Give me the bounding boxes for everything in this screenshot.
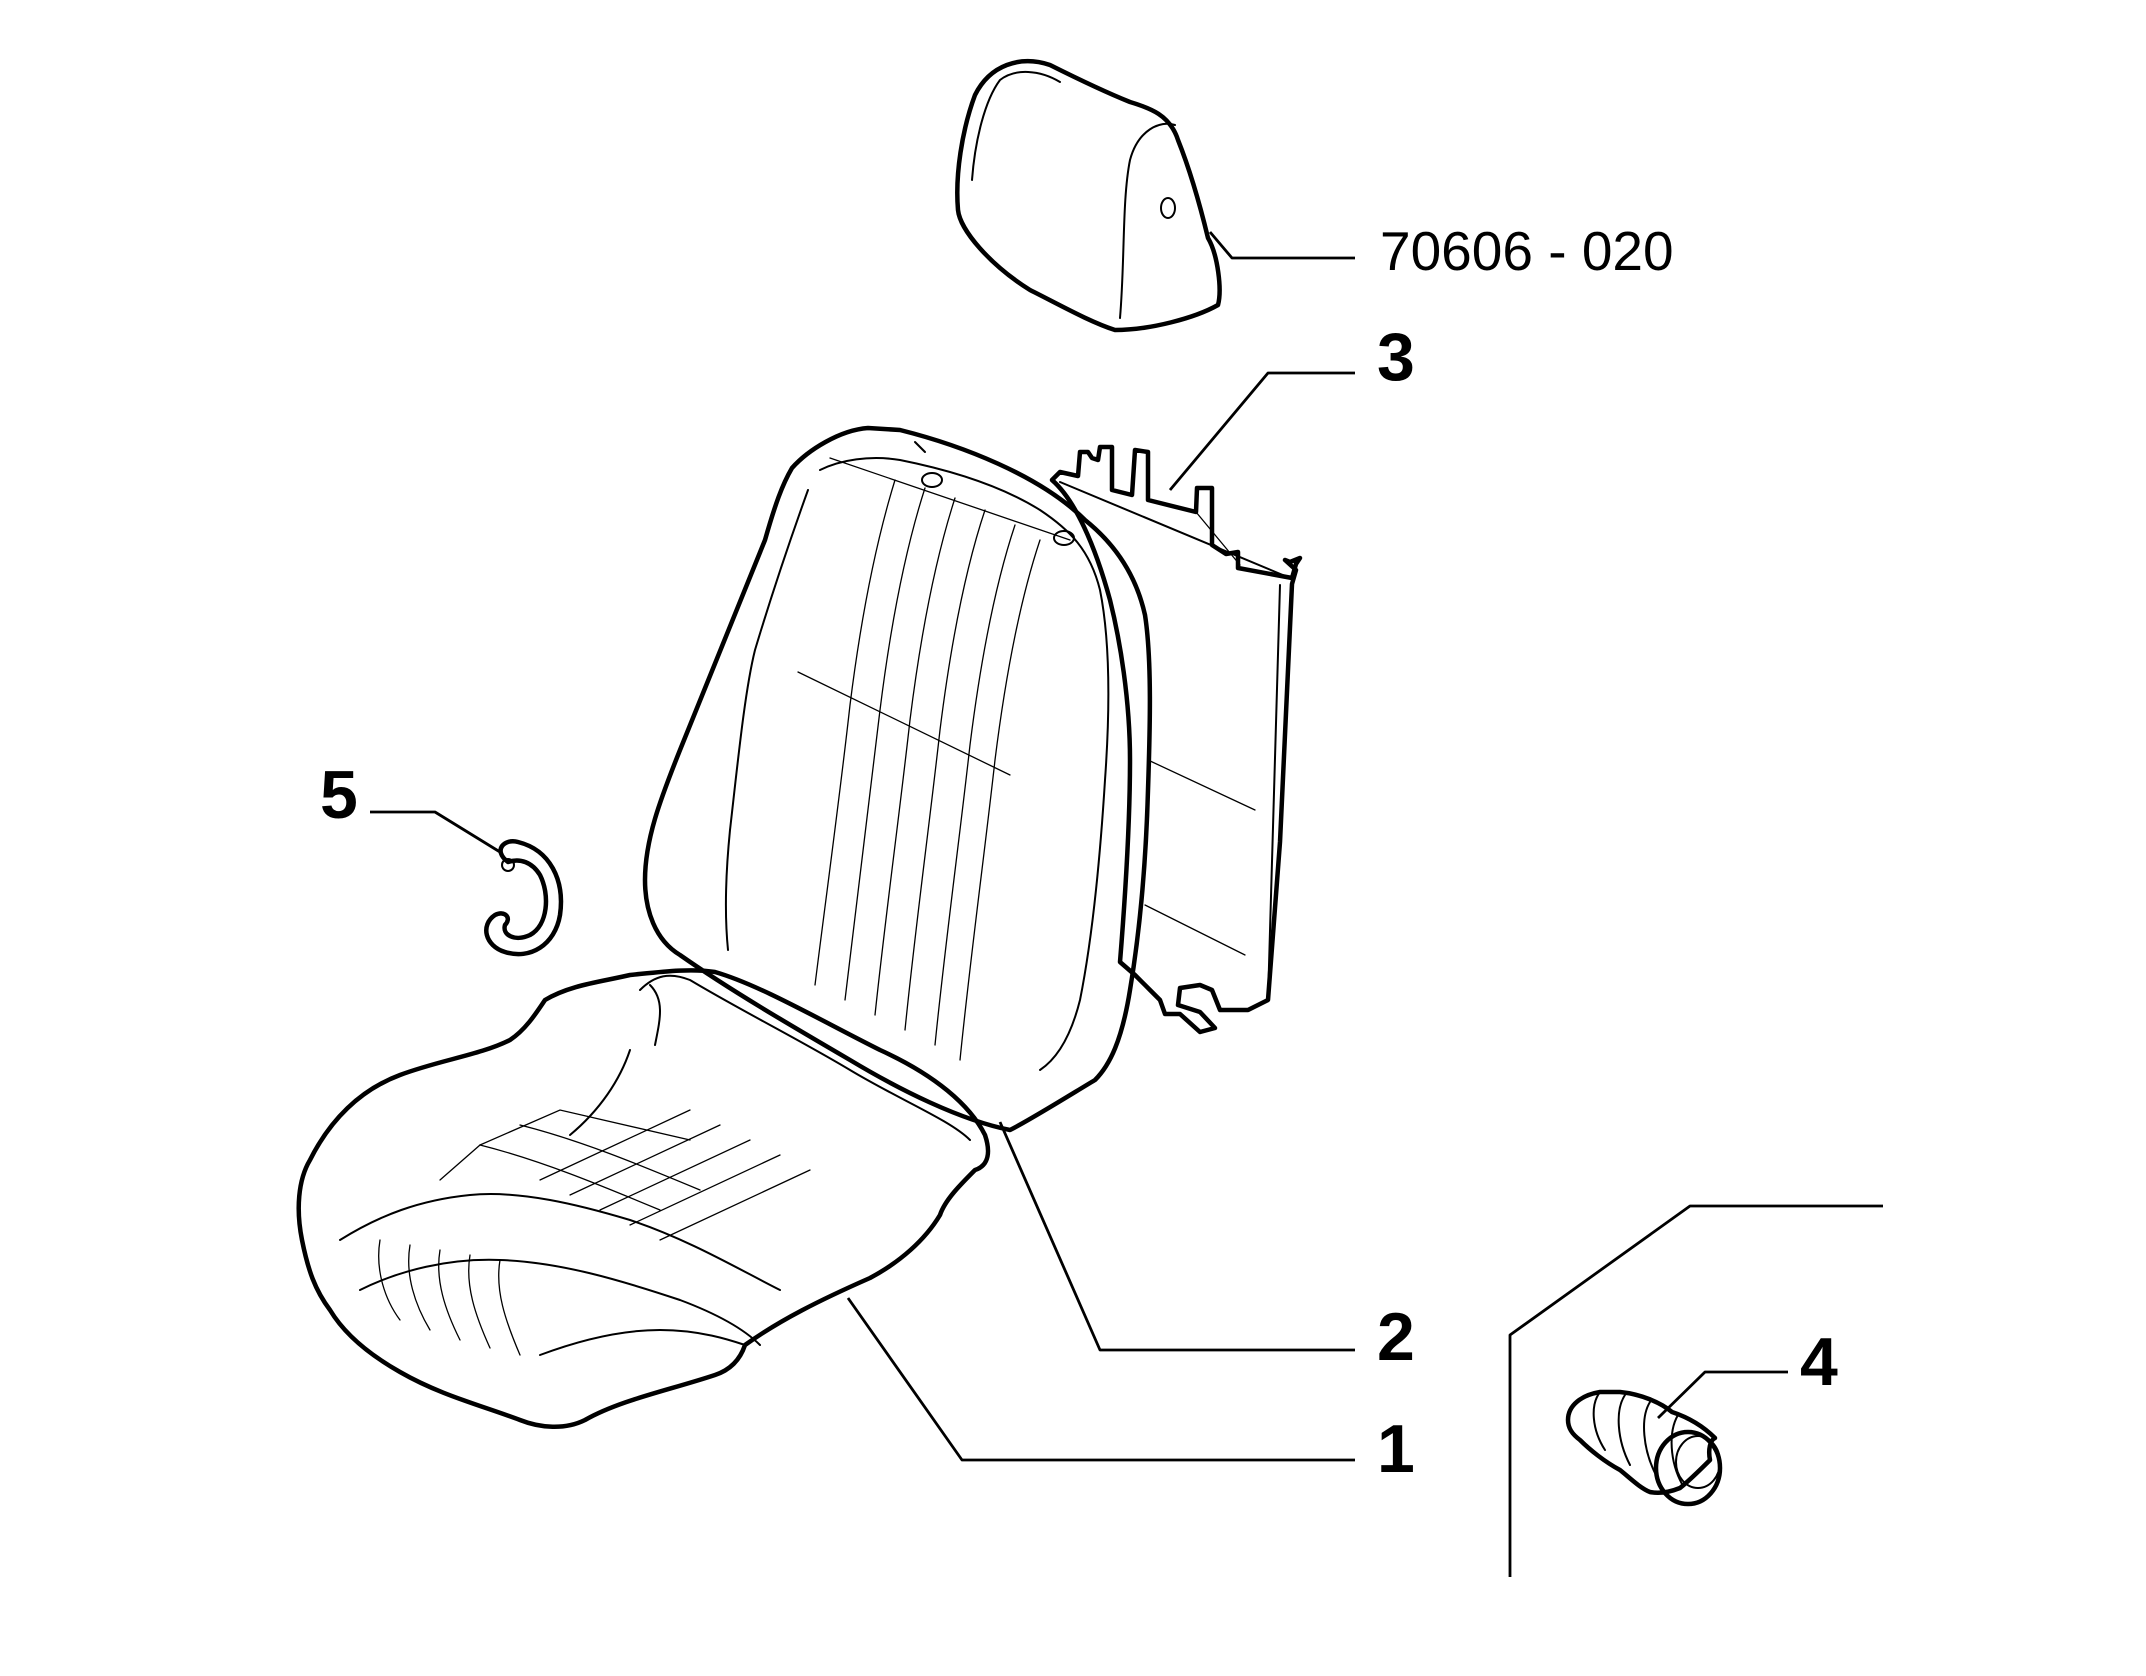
part-5-label: 5 (320, 757, 358, 833)
part-1-label: 1 (1377, 1411, 1415, 1487)
part-4-bracket (1508, 1204, 1883, 1577)
part-4-label: 4 (1800, 1324, 1838, 1400)
backrest-frame-panel (1049, 444, 1303, 1035)
backrest-top-hole-right (1053, 530, 1075, 546)
leader-lines (370, 231, 1883, 1577)
headrest-reference-label: 70606 - 020 (1380, 220, 1674, 282)
headrest-post-hole (1160, 197, 1176, 219)
leader-1 (846, 1297, 1355, 1462)
leader-3 (1168, 371, 1355, 491)
leader-2 (998, 1121, 1355, 1352)
leader-4 (1657, 1370, 1788, 1420)
backrest-cushion (642, 425, 1153, 1133)
part-3-label: 3 (1377, 319, 1415, 395)
backrest-top-hole (921, 472, 943, 488)
clip-ring (484, 838, 564, 957)
leader-5 (370, 810, 501, 854)
part-2-label: 2 (1377, 1299, 1415, 1375)
headrest (955, 59, 1222, 333)
leader-headrest (1208, 231, 1355, 260)
seat-cushion (296, 968, 991, 1429)
push-fastener (1565, 1389, 1723, 1507)
